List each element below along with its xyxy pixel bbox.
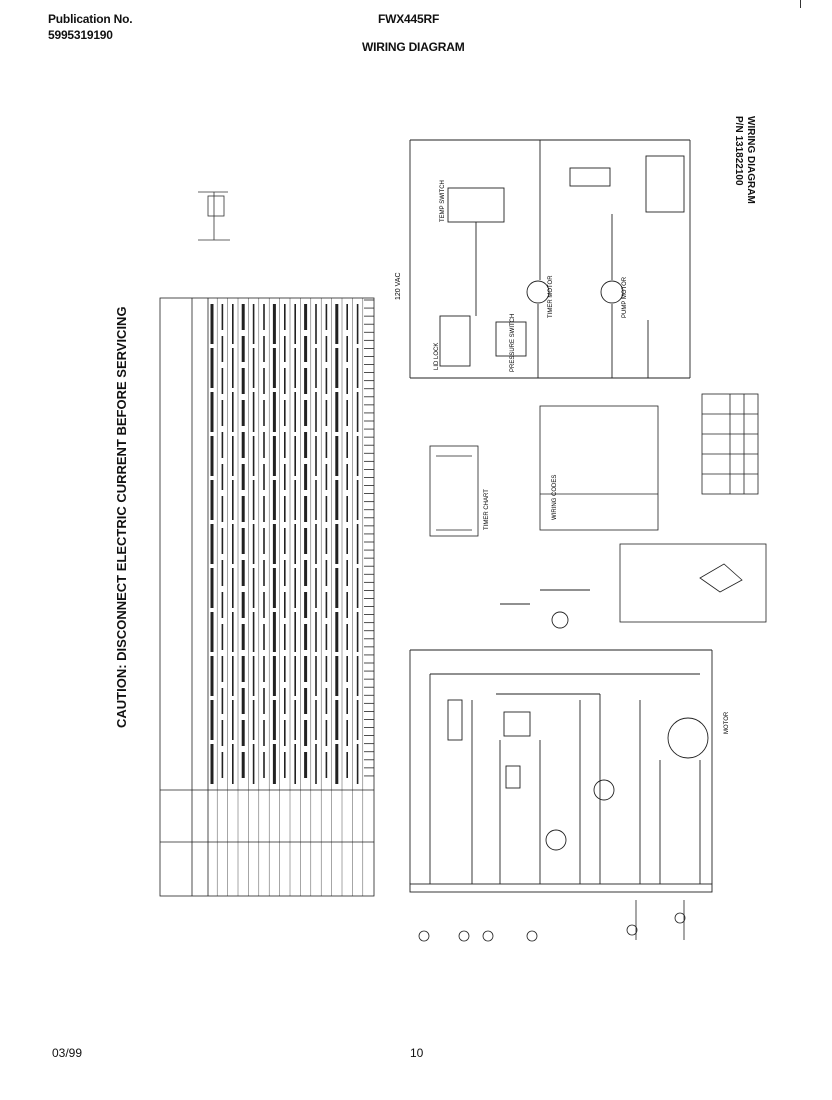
- timer-chart-table: [159, 297, 375, 897]
- pump-motor-label: PUMP MOTOR: [622, 276, 628, 318]
- footer-date: 03/99: [52, 1046, 83, 1060]
- legend-box: [539, 405, 659, 531]
- timer-chart-label: TIMER CHART: [484, 489, 490, 530]
- schematic-lower: [409, 589, 713, 893]
- legend-title: WIRING CODES: [552, 475, 558, 520]
- temp-switch-label: TEMP SWITCH: [440, 180, 446, 222]
- terminal-block: [429, 445, 479, 537]
- switch-table: [701, 393, 759, 495]
- publication-number: 5995319190: [48, 28, 113, 42]
- plug-detail: [619, 543, 767, 623]
- switch-detail: [198, 191, 230, 241]
- pressure-switch-label: PRESSURE SWITCH: [510, 314, 516, 372]
- page-number: 10: [410, 1046, 424, 1060]
- motor-label: MOTOR: [724, 711, 730, 734]
- schematic-upper: [409, 139, 691, 379]
- model-number: FWX445RF: [378, 12, 440, 26]
- corner-tick: [800, 0, 801, 8]
- terminal-details: [418, 900, 686, 942]
- timer-motor-label: TIMER MOTOR: [548, 275, 554, 318]
- page-title: WIRING DIAGRAM: [362, 40, 465, 54]
- lid-lock-label: LID LOCK: [434, 343, 440, 370]
- voltage-label: 120 VAC: [395, 273, 402, 301]
- publication-label: Publication No.: [48, 12, 133, 26]
